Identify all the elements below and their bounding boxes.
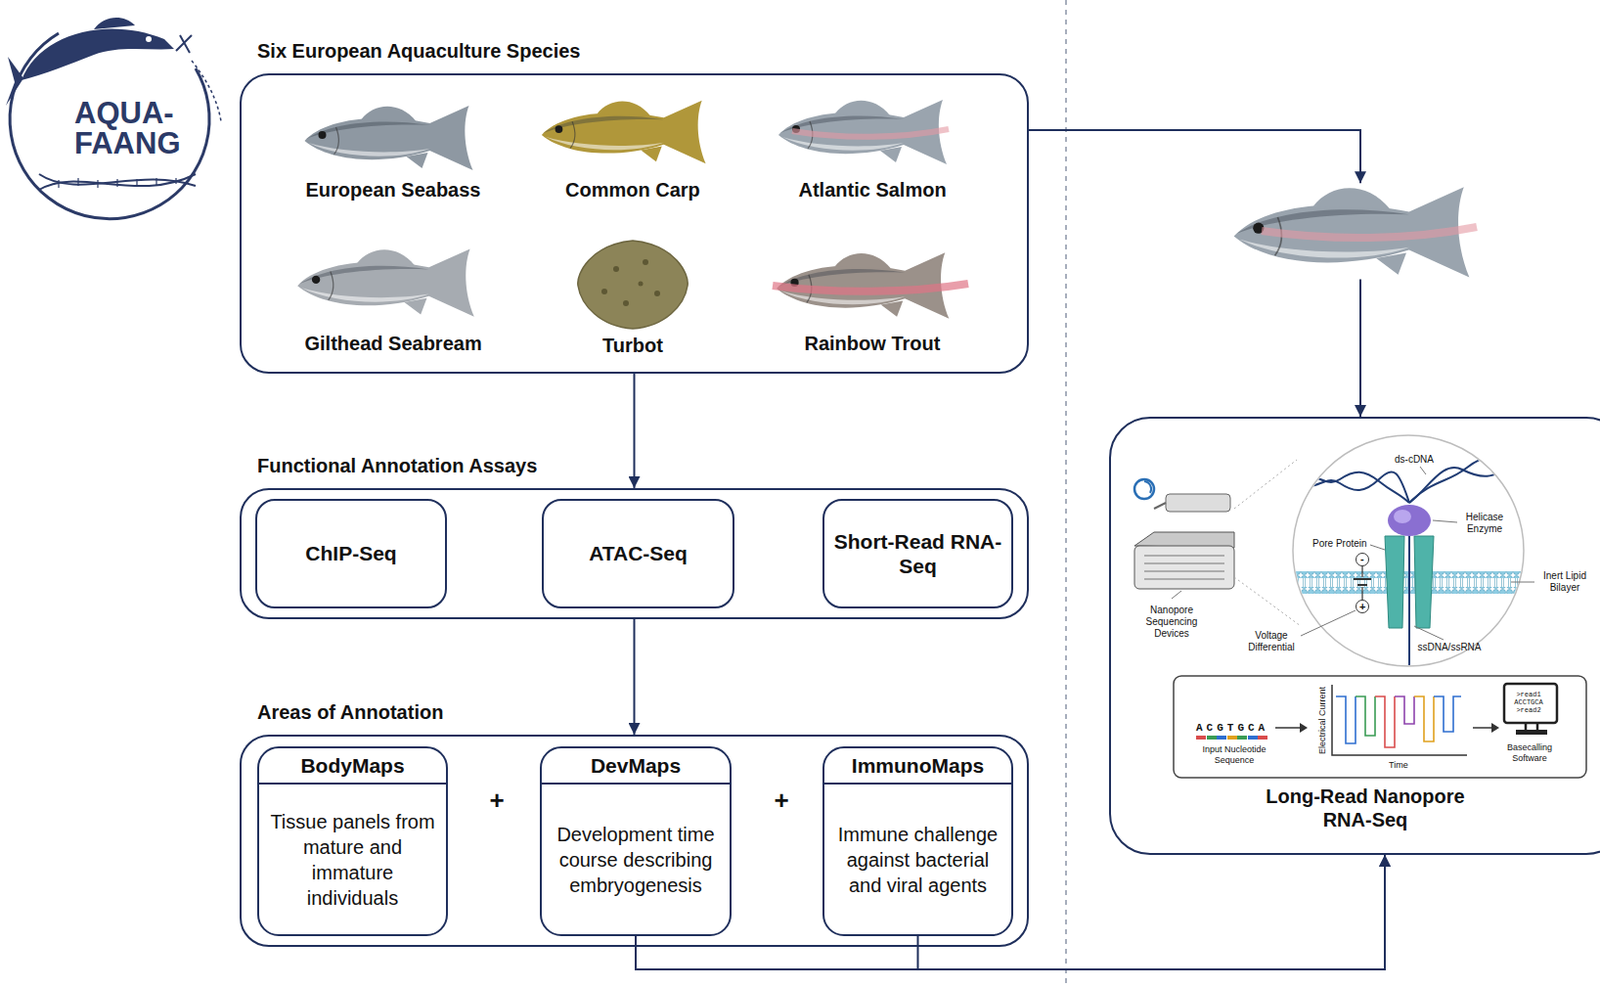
annotation-label: Helicase Enzyme (1459, 511, 1511, 535)
connector (633, 619, 635, 735)
logo (5, 17, 222, 220)
carp-figure (541, 100, 707, 164)
annotation-label: Time (1388, 759, 1409, 771)
figure-label: Turbot (602, 333, 664, 357)
figure-label: Common Carp (565, 177, 701, 202)
annotation-body: Development time course describing embry… (541, 784, 730, 934)
assay-label: Short-Read RNA-Seq (824, 529, 1012, 578)
figure-label: European Seabass (306, 177, 482, 202)
annotation-label: - (1360, 552, 1365, 566)
panel-heading: Six European Aquaculture Species (257, 39, 580, 63)
annotation-body: Tissue panels from mature and immature i… (259, 784, 446, 934)
annotation-label: ssDNA/ssRNA (1418, 641, 1482, 654)
connector-line (1028, 130, 1361, 183)
annotation-label: Nanopore Sequencing Devices (1140, 604, 1203, 640)
annotation-box: DevMapsDevelopment time course describin… (539, 746, 732, 936)
annotation-box: ImmunoMapsImmune challenge against bacte… (822, 746, 1014, 936)
connector-line (1359, 279, 1362, 417)
annotation-heading: BodyMaps (259, 748, 446, 785)
group-panel: Six European Aquaculture Species (239, 73, 1029, 374)
logo-text: AQUA- FAANG (74, 97, 192, 159)
figure-label: + (774, 785, 790, 816)
annotation-label: Input Nucleotide Sequence (1194, 744, 1275, 766)
annotation-label: Inert Lipid Bilayer (1536, 570, 1594, 594)
figure-label: Gilthead Seabream (305, 331, 483, 356)
annotation-label: ACGTGCA (1196, 721, 1269, 735)
annotation-label: Basecalling Software (1494, 742, 1565, 764)
panel-heading: Areas of Annotation (257, 700, 444, 724)
turbot-figure (577, 240, 688, 329)
annotation-label: Pore Protein (1312, 537, 1368, 550)
assay-label: ATAC-Seq (580, 540, 696, 566)
figure-label: Rainbow Trout (804, 331, 941, 356)
connector (1028, 130, 1361, 417)
annotation-heading: DevMaps (541, 748, 730, 785)
seabream-figure (297, 248, 475, 316)
annotation-label: >read1 ACCTGCA >read2 (1511, 690, 1546, 715)
figure-label: Atlantic Salmon (799, 177, 947, 202)
salmon-stripe (792, 129, 949, 137)
panel-heading: Functional Annotation Assays (257, 453, 537, 478)
figure-label: + (489, 785, 505, 816)
method-title: Long-Read Nanopore RNA-Seq (1247, 784, 1483, 832)
salmon-figure (1234, 186, 1477, 277)
assay-box: Short-Read RNA-Seq (822, 498, 1014, 609)
trout-stripe (772, 283, 969, 292)
connector (633, 373, 635, 489)
assay-box: ChIP-Seq (255, 498, 447, 609)
assay-box: ATAC-Seq (541, 498, 735, 609)
seabass-figure (305, 105, 474, 171)
annotation-label: Electrical Current (1317, 685, 1329, 754)
annotation-heading: ImmunoMaps (824, 748, 1012, 785)
group-panel: Areas of AnnotationBodyMapsTissue panels… (239, 734, 1029, 947)
annotation-label: ds-cDNA (1394, 453, 1434, 466)
nanopore-illustration (1134, 435, 1587, 778)
group-panel: Functional Annotation AssaysChIP-SeqATAC… (239, 488, 1029, 620)
annotation-box: BodyMapsTissue panels from mature and im… (257, 746, 448, 936)
annotation-body: Immune challenge against bacterial and v… (824, 784, 1012, 934)
divider (1065, 0, 1067, 987)
connector-line (633, 373, 636, 489)
assay-label: ChIP-Seq (297, 540, 404, 566)
annotation-label: + (1359, 600, 1366, 614)
annotation-label: Voltage Differential (1244, 629, 1299, 654)
connector-line (633, 619, 636, 735)
